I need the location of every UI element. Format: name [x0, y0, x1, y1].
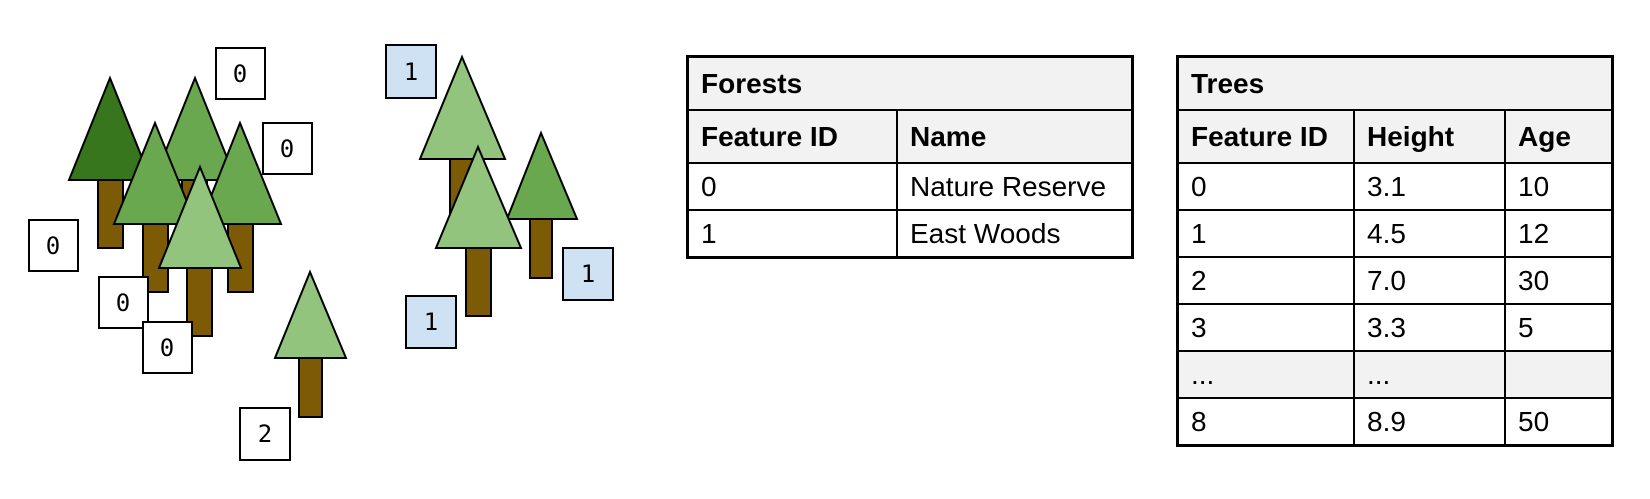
forest-id-label: 0 — [28, 219, 79, 272]
tree-crown — [112, 120, 198, 225]
forest-id-label-text: 0 — [233, 60, 247, 88]
tree-crown — [198, 120, 283, 225]
table-row-ellipsis: ... ... — [1176, 350, 1614, 399]
forest-id-label-box — [98, 276, 149, 329]
column-header-feature-id: Feature ID — [686, 109, 898, 164]
forest-id-label-text: 1 — [581, 260, 595, 288]
table-row: 8 8.9 50 — [1176, 397, 1614, 447]
column-header-name: Name — [896, 109, 1134, 164]
forest-id-label-text: 2 — [258, 420, 272, 448]
table-cell: 3.3 — [1353, 303, 1506, 352]
table-cell: 8.9 — [1353, 397, 1506, 447]
table-cell: ... — [1353, 350, 1506, 399]
forest-id-label: 0 — [215, 47, 266, 100]
tree-trunk — [529, 215, 553, 279]
forest-id-label-text: 0 — [46, 232, 60, 260]
forest-id-label-text: 0 — [160, 334, 174, 362]
forest-id-label: 2 — [239, 407, 291, 461]
forest-id-label-text: 0 — [116, 289, 130, 317]
column-header-age: Age — [1504, 109, 1614, 164]
table-row: 3 3.3 5 — [1176, 303, 1614, 352]
table-cell: 30 — [1504, 256, 1614, 305]
table-title: Trees — [1176, 55, 1614, 111]
table-row: 0 Nature Reserve — [686, 162, 1134, 211]
column-header-feature-id: Feature ID — [1176, 109, 1355, 164]
forest-illustration: 0 0 0 0 0 1 1 1 2 — [28, 44, 614, 461]
forest-id-label-box — [239, 407, 291, 461]
tree — [273, 269, 348, 418]
forest-id-label: 1 — [562, 247, 614, 301]
forests-table: Forests Feature ID Name 0 Nature Reserve… — [686, 55, 1134, 259]
forest-id-label-box — [262, 122, 313, 175]
column-header-height: Height — [1353, 109, 1506, 164]
table-row: 2 7.0 30 — [1176, 256, 1614, 305]
forest-id-label-text: 1 — [404, 58, 418, 86]
table-cell: 3.1 — [1353, 162, 1506, 211]
forest-id-label-text: 1 — [424, 308, 438, 336]
table-row: 1 4.5 12 — [1176, 209, 1614, 258]
table-cell: East Woods — [896, 209, 1134, 259]
table-cell: 1 — [686, 209, 898, 259]
forest-id-label: 0 — [98, 276, 149, 329]
table-cell: 10 — [1504, 162, 1614, 211]
forest-id-label-box — [385, 44, 437, 99]
table-cell: 50 — [1504, 397, 1614, 447]
forest-id-label-box — [405, 295, 457, 349]
tree-trunk — [298, 353, 323, 418]
forest-id-label: 0 — [262, 122, 313, 175]
tree-crown — [273, 269, 348, 359]
table-cell: 5 — [1504, 303, 1614, 352]
tree-crown — [418, 54, 507, 160]
forest-id-label: 1 — [405, 295, 457, 349]
tree-crown — [157, 164, 243, 269]
tree — [505, 130, 579, 279]
table-cell: 8 — [1176, 397, 1355, 447]
tree — [434, 144, 523, 317]
tree-crown — [67, 75, 153, 181]
forest-id-label: 1 — [385, 44, 437, 99]
table-cell: 7.0 — [1353, 256, 1506, 305]
forest-id-label: 0 — [142, 321, 193, 374]
forest-id-label-box — [215, 47, 266, 100]
table-cell: Nature Reserve — [896, 162, 1134, 211]
forest-id-label-box — [562, 247, 614, 301]
tree-trunk — [465, 243, 492, 317]
table-row: 1 East Woods — [686, 209, 1134, 259]
tree-crown — [434, 144, 523, 249]
table-cell: 2 — [1176, 256, 1355, 305]
table-cell: 0 — [1176, 162, 1355, 211]
trees-table: Trees Feature ID Height Age 0 3.1 10 1 4… — [1176, 55, 1614, 447]
forest-id-label-box — [28, 219, 79, 272]
forest-id-label-text: 0 — [280, 135, 294, 163]
table-cell: 0 — [686, 162, 898, 211]
table-cell: 1 — [1176, 209, 1355, 258]
table-row: 0 3.1 10 — [1176, 162, 1614, 211]
table-cell: 4.5 — [1353, 209, 1506, 258]
forest-id-label-box — [142, 321, 193, 374]
table-cell — [1504, 350, 1614, 399]
table-cell: 12 — [1504, 209, 1614, 258]
table-cell: ... — [1176, 350, 1355, 399]
table-title: Forests — [686, 55, 1134, 111]
tree-crown — [505, 130, 579, 220]
table-cell: 3 — [1176, 303, 1355, 352]
